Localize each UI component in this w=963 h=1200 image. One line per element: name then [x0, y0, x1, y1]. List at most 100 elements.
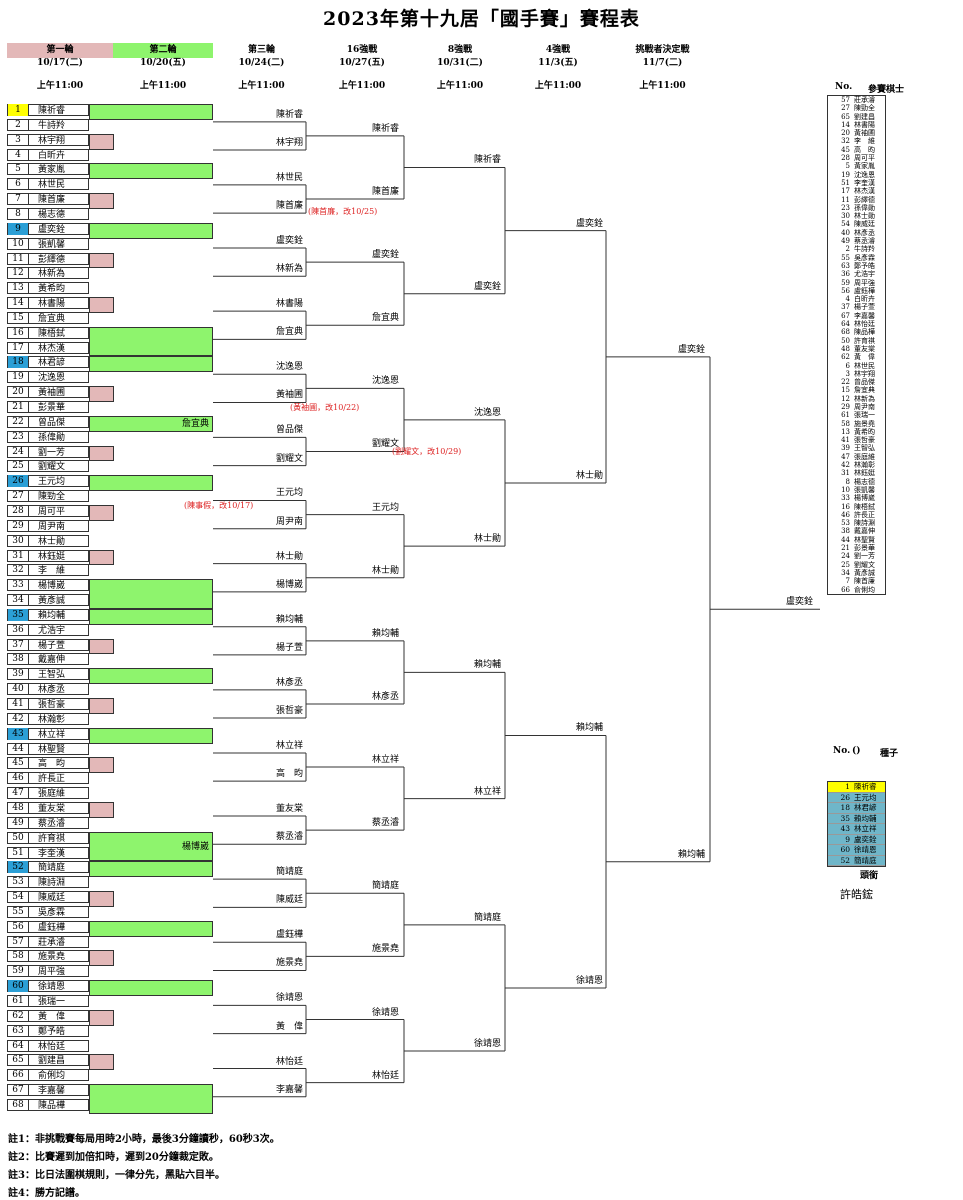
player-number: 48: [841, 344, 850, 353]
seed-name: 彭景華: [38, 403, 66, 413]
player-number: 8: [845, 477, 850, 486]
player-name: 周平強: [854, 278, 875, 287]
round-date: 10/20(五): [140, 58, 186, 68]
seed-number: 45: [8, 757, 29, 770]
round1-box: [89, 133, 114, 150]
player-name: 張哲豪: [854, 436, 875, 445]
r4-player: 賴均輔: [576, 723, 604, 734]
round-date: 11/3(五): [538, 58, 578, 68]
seed-number: 52: [8, 861, 29, 874]
seedlist-name: 林君諺: [854, 803, 877, 812]
seed-name: 楊博崴: [38, 581, 66, 592]
r3-player: 盧鈺樺: [276, 930, 304, 941]
seed-number: 22: [8, 415, 29, 428]
round1-box: [89, 801, 114, 818]
seed-name: 楊子萱: [38, 640, 66, 651]
round-time: 上午11:00: [238, 81, 285, 91]
footnote-4: 註4：勝方記譜。: [8, 1188, 85, 1199]
round-date: 10/31(二): [437, 58, 483, 68]
seed-name: 簡靖庭: [38, 863, 66, 874]
seed-name: 陳首廉: [38, 195, 66, 206]
round2-box: [89, 861, 213, 878]
seed-name: 林世民: [38, 180, 66, 191]
player-number: 15: [841, 386, 850, 395]
player-number: 39: [841, 444, 850, 453]
seed-name: 王元均: [38, 477, 66, 488]
round-time: 上午11:00: [139, 81, 187, 91]
seed-number: 37: [8, 638, 29, 651]
round1-box: [89, 1009, 114, 1026]
player-name: 黃袖圃: [854, 129, 875, 138]
player-number: 2: [845, 245, 850, 254]
player-number: 64: [841, 320, 850, 329]
final-player: 賴均輔: [678, 849, 706, 860]
players-no-header: No.: [835, 82, 853, 92]
r3-player: 林彥丞: [276, 677, 304, 688]
player-number: 11: [841, 195, 850, 204]
seed-number: 48: [8, 801, 29, 814]
round-time: 上午11:00: [436, 81, 484, 91]
round2-box: [89, 326, 213, 357]
seed-name: 白昕卉: [38, 150, 66, 161]
player-name: 李 維: [854, 137, 875, 146]
seedlist-number: 26: [840, 792, 850, 802]
player-name: 曾品傑: [854, 378, 875, 387]
seed-name: 黃 偉: [38, 1011, 66, 1022]
seed-name: 施景堯: [38, 952, 66, 963]
footnote-2: 註2：比賽遲到加倍扣時，遲到20分鐘裁定敗。: [8, 1152, 219, 1163]
seed-name: 黃彥誠: [38, 596, 66, 607]
r8-player: 徐靖恩: [474, 1039, 502, 1050]
player-name: 周尹南: [854, 402, 875, 411]
r16-player: 王元均: [372, 502, 400, 513]
player-number: 55: [841, 253, 850, 262]
player-number: 58: [841, 419, 850, 428]
seed-name: 林立祥: [38, 729, 66, 740]
round-name: 第三輪: [247, 45, 275, 55]
seed-number: 27: [8, 490, 29, 503]
player-number: 28: [841, 154, 850, 163]
round-date: 10/24(二): [238, 58, 285, 68]
seed-number: 2: [8, 118, 29, 131]
player-name: 林杰漢: [854, 187, 875, 196]
seed-name: 陳威廷: [38, 893, 66, 904]
seed-row: 2 牛詩羚: [7, 118, 89, 131]
seed-name: 盧鈺樺: [38, 922, 66, 933]
seed-name: 黃希昀: [38, 284, 66, 295]
player-number: 6: [845, 361, 850, 370]
player-number: 30: [841, 212, 850, 221]
seed-number: 46: [8, 772, 29, 785]
player-number: 25: [841, 560, 850, 569]
seedlist-number: 9: [845, 834, 850, 844]
seed-number: 25: [8, 460, 29, 473]
r16-player: 陳首廉: [372, 187, 400, 198]
seed-name: 牛詩羚: [38, 120, 66, 131]
seed-name: 張瑞一: [38, 997, 66, 1007]
schedule-note: (陳首廉，改10/25): [308, 207, 378, 216]
player-number: 63: [841, 261, 850, 270]
r8-player: 盧奕銓: [474, 281, 502, 292]
seed-number: 42: [8, 712, 29, 725]
seed-number: 47: [8, 787, 29, 800]
seed-name: 張凱馨: [38, 239, 66, 250]
